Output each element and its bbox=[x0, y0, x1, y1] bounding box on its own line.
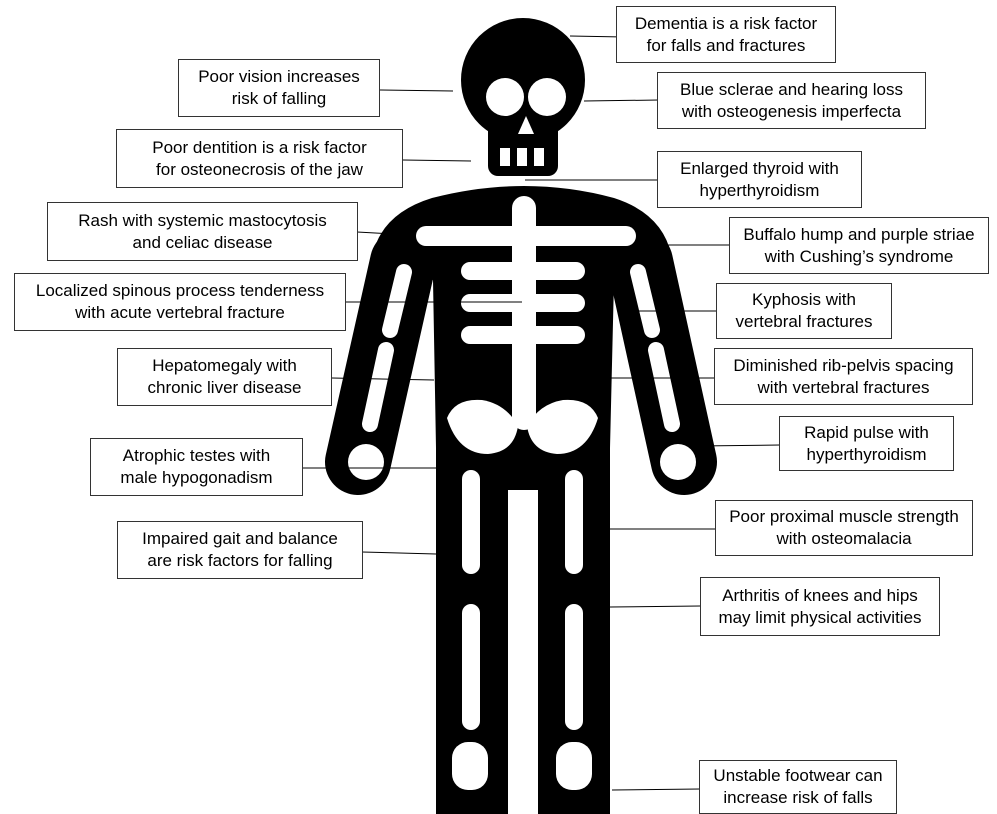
callout-rash: Rash with systemic mastocytosis and celi… bbox=[47, 202, 358, 261]
right-hand-bone bbox=[660, 444, 696, 480]
callout-footwear: Unstable footwear can increase risk of f… bbox=[699, 760, 897, 814]
tooth bbox=[517, 148, 527, 166]
rib-bone bbox=[461, 262, 585, 280]
left-femur-bone bbox=[462, 470, 480, 574]
callout-rapid-pulse: Rapid pulse with hyperthyroidism bbox=[779, 416, 954, 471]
callout-arthritis: Arthritis of knees and hips may limit ph… bbox=[700, 577, 940, 636]
leader-line-poor-vision bbox=[380, 90, 453, 91]
callout-atrophic-testes: Atrophic testes with male hypogonadism bbox=[90, 438, 303, 496]
callout-enlarged-thyroid: Enlarged thyroid with hyperthyroidism bbox=[657, 151, 862, 208]
leader-line-gait-balance bbox=[362, 552, 436, 554]
spine-bone bbox=[512, 196, 536, 430]
callout-hepatomegaly: Hepatomegaly with chronic liver disease bbox=[117, 348, 332, 406]
leader-line-poor-dentition bbox=[403, 160, 471, 161]
rib-bone bbox=[461, 294, 585, 312]
callout-muscle-strength: Poor proximal muscle strength with osteo… bbox=[715, 500, 973, 556]
left-hand-bone bbox=[348, 444, 384, 480]
callout-poor-dentition: Poor dentition is a risk factor for oste… bbox=[116, 129, 403, 188]
left-eye-socket bbox=[486, 78, 524, 116]
callout-buffalo-hump: Buffalo hump and purple striae with Cush… bbox=[729, 217, 989, 274]
callout-dementia: Dementia is a risk factor for falls and … bbox=[616, 6, 836, 63]
callout-rib-pelvis: Diminished rib-pelvis spacing with verte… bbox=[714, 348, 973, 405]
right-femur-bone bbox=[565, 470, 583, 574]
leader-line-footwear bbox=[612, 789, 700, 790]
callout-gait-balance: Impaired gait and balance are risk facto… bbox=[117, 521, 363, 579]
tooth bbox=[534, 148, 544, 166]
callout-kyphosis: Kyphosis with vertebral fractures bbox=[716, 283, 892, 339]
leader-line-arthritis bbox=[610, 606, 700, 607]
leader-line-blue-sclerae bbox=[584, 100, 659, 101]
rib-bone bbox=[461, 326, 585, 344]
callout-blue-sclerae: Blue sclerae and hearing loss with osteo… bbox=[657, 72, 926, 129]
callout-spinous-tenderness: Localized spinous process tenderness wit… bbox=[14, 273, 346, 331]
callout-poor-vision: Poor vision increases risk of falling bbox=[178, 59, 380, 117]
right-tibia-bone bbox=[565, 604, 583, 730]
right-eye-socket bbox=[528, 78, 566, 116]
right-foot-bone bbox=[556, 742, 592, 790]
left-foot-bone bbox=[452, 742, 488, 790]
left-tibia-bone bbox=[462, 604, 480, 730]
tooth bbox=[500, 148, 510, 166]
